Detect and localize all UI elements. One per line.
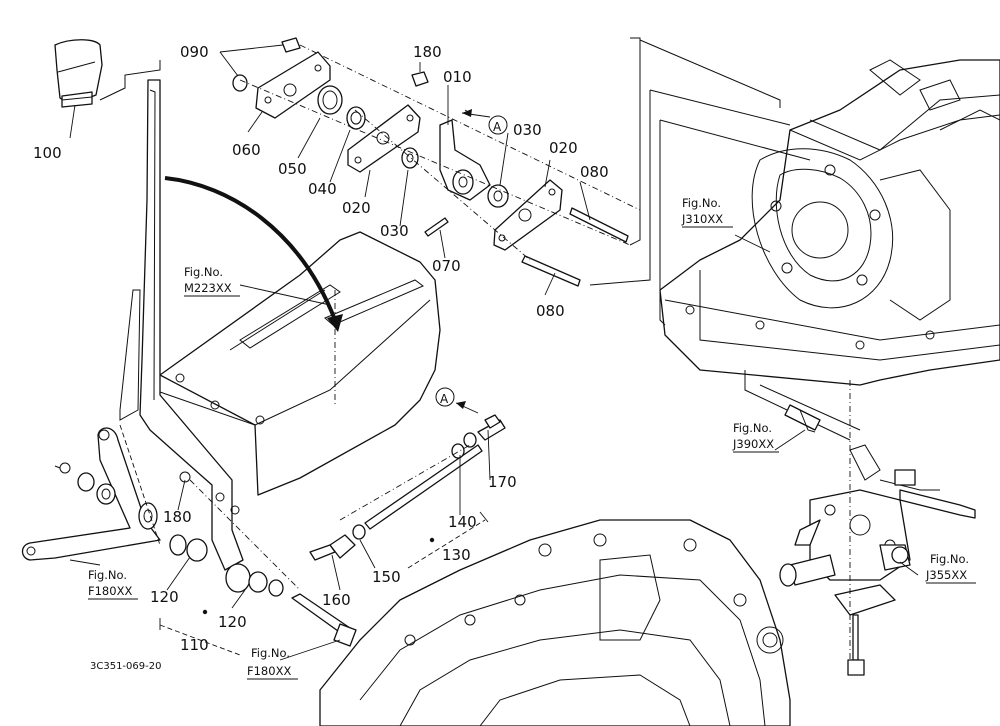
- fig-ref-j310-line1: Fig.No.: [682, 196, 721, 210]
- fig-ref-f180-left-line1: Fig.No.: [88, 568, 127, 582]
- label-100: 100: [33, 144, 62, 162]
- knob-chain: [99, 60, 161, 101]
- label-110: 110: [180, 636, 209, 654]
- leader-lines: [69, 44, 919, 661]
- fig-ref-j355-line1: Fig.No.: [930, 552, 969, 566]
- label-070: 070: [432, 257, 461, 275]
- center-lines: [119, 44, 851, 660]
- marker-a-mid: A: [435, 387, 479, 414]
- label-010: 010: [443, 68, 472, 86]
- bracket-130-dot: [429, 537, 435, 543]
- marker-a-top: A: [461, 109, 508, 135]
- fig-ref-f180-bottom-line1: Fig.No.: [251, 646, 290, 660]
- lever-knob: [54, 39, 103, 108]
- lower-transmission-case: [319, 519, 791, 726]
- fig-ref-j310-line2: J310XX: [681, 212, 723, 226]
- bracket-110: [159, 624, 241, 656]
- fig-ref-f180-left-line2: F180XX: [88, 584, 132, 598]
- shift-lever: [119, 79, 244, 571]
- label-160: 160: [322, 591, 351, 609]
- label-180-bottom: 180: [163, 508, 192, 526]
- assembly-arrow: [164, 176, 337, 321]
- fig-ref-j390-line2: J390XX: [732, 437, 774, 451]
- drawing-code: 3C351-069-20: [90, 661, 161, 672]
- label-030-left: 030: [380, 222, 409, 240]
- fig-ref-f180-bottom: Fig.No. F180XX: [247, 646, 298, 680]
- label-020-right: 020: [549, 139, 578, 157]
- linkage-lever: [21, 427, 161, 561]
- assembly-arrowhead: [327, 314, 343, 332]
- label-080-bottom: 080: [536, 302, 565, 320]
- connector-lines: [589, 37, 811, 326]
- label-020-left: 020: [342, 199, 371, 217]
- fig-ref-m223-line2: M223XX: [184, 281, 232, 295]
- fig-ref-j390: Fig.No. J390XX: [732, 421, 779, 453]
- marker-a-top-label: A: [493, 120, 502, 134]
- label-170: 170: [488, 473, 517, 491]
- label-050: 050: [278, 160, 307, 178]
- marker-a-mid-label: A: [440, 392, 449, 406]
- fig-ref-j310: Fig.No. J310XX: [681, 196, 733, 228]
- label-090: 090: [180, 43, 209, 61]
- label-150: 150: [372, 568, 401, 586]
- label-040: 040: [308, 180, 337, 198]
- label-180-top: 180: [413, 43, 442, 61]
- fig-ref-m223-line1: Fig.No.: [184, 265, 223, 279]
- label-120-left: 120: [150, 588, 179, 606]
- transmission-housing: [659, 59, 1000, 386]
- label-080-top: 080: [580, 163, 609, 181]
- fig-ref-j355-line2: J355XX: [925, 568, 967, 582]
- rod-j390: [744, 370, 861, 441]
- bracket-130: [407, 519, 486, 569]
- fig-ref-f180-left: Fig.No. F180XX: [88, 568, 138, 600]
- bracket-130-end: [479, 511, 489, 523]
- label-130: 130: [442, 546, 471, 564]
- fig-ref-m223: Fig.No. M223XX: [184, 265, 240, 297]
- fig-ref-j355: Fig.No. J355XX: [925, 552, 976, 584]
- label-140: 140: [448, 513, 477, 531]
- label-030-right: 030: [513, 121, 542, 139]
- fig-ref-f180-bottom-line2: F180XX: [247, 664, 291, 678]
- link-rod: [309, 414, 506, 561]
- upper-parts: [232, 37, 629, 287]
- label-060: 060: [232, 141, 261, 159]
- fig-ref-j390-line1: Fig.No.: [733, 421, 772, 435]
- bracket-110-dot: [202, 609, 208, 615]
- label-120-right: 120: [218, 613, 247, 631]
